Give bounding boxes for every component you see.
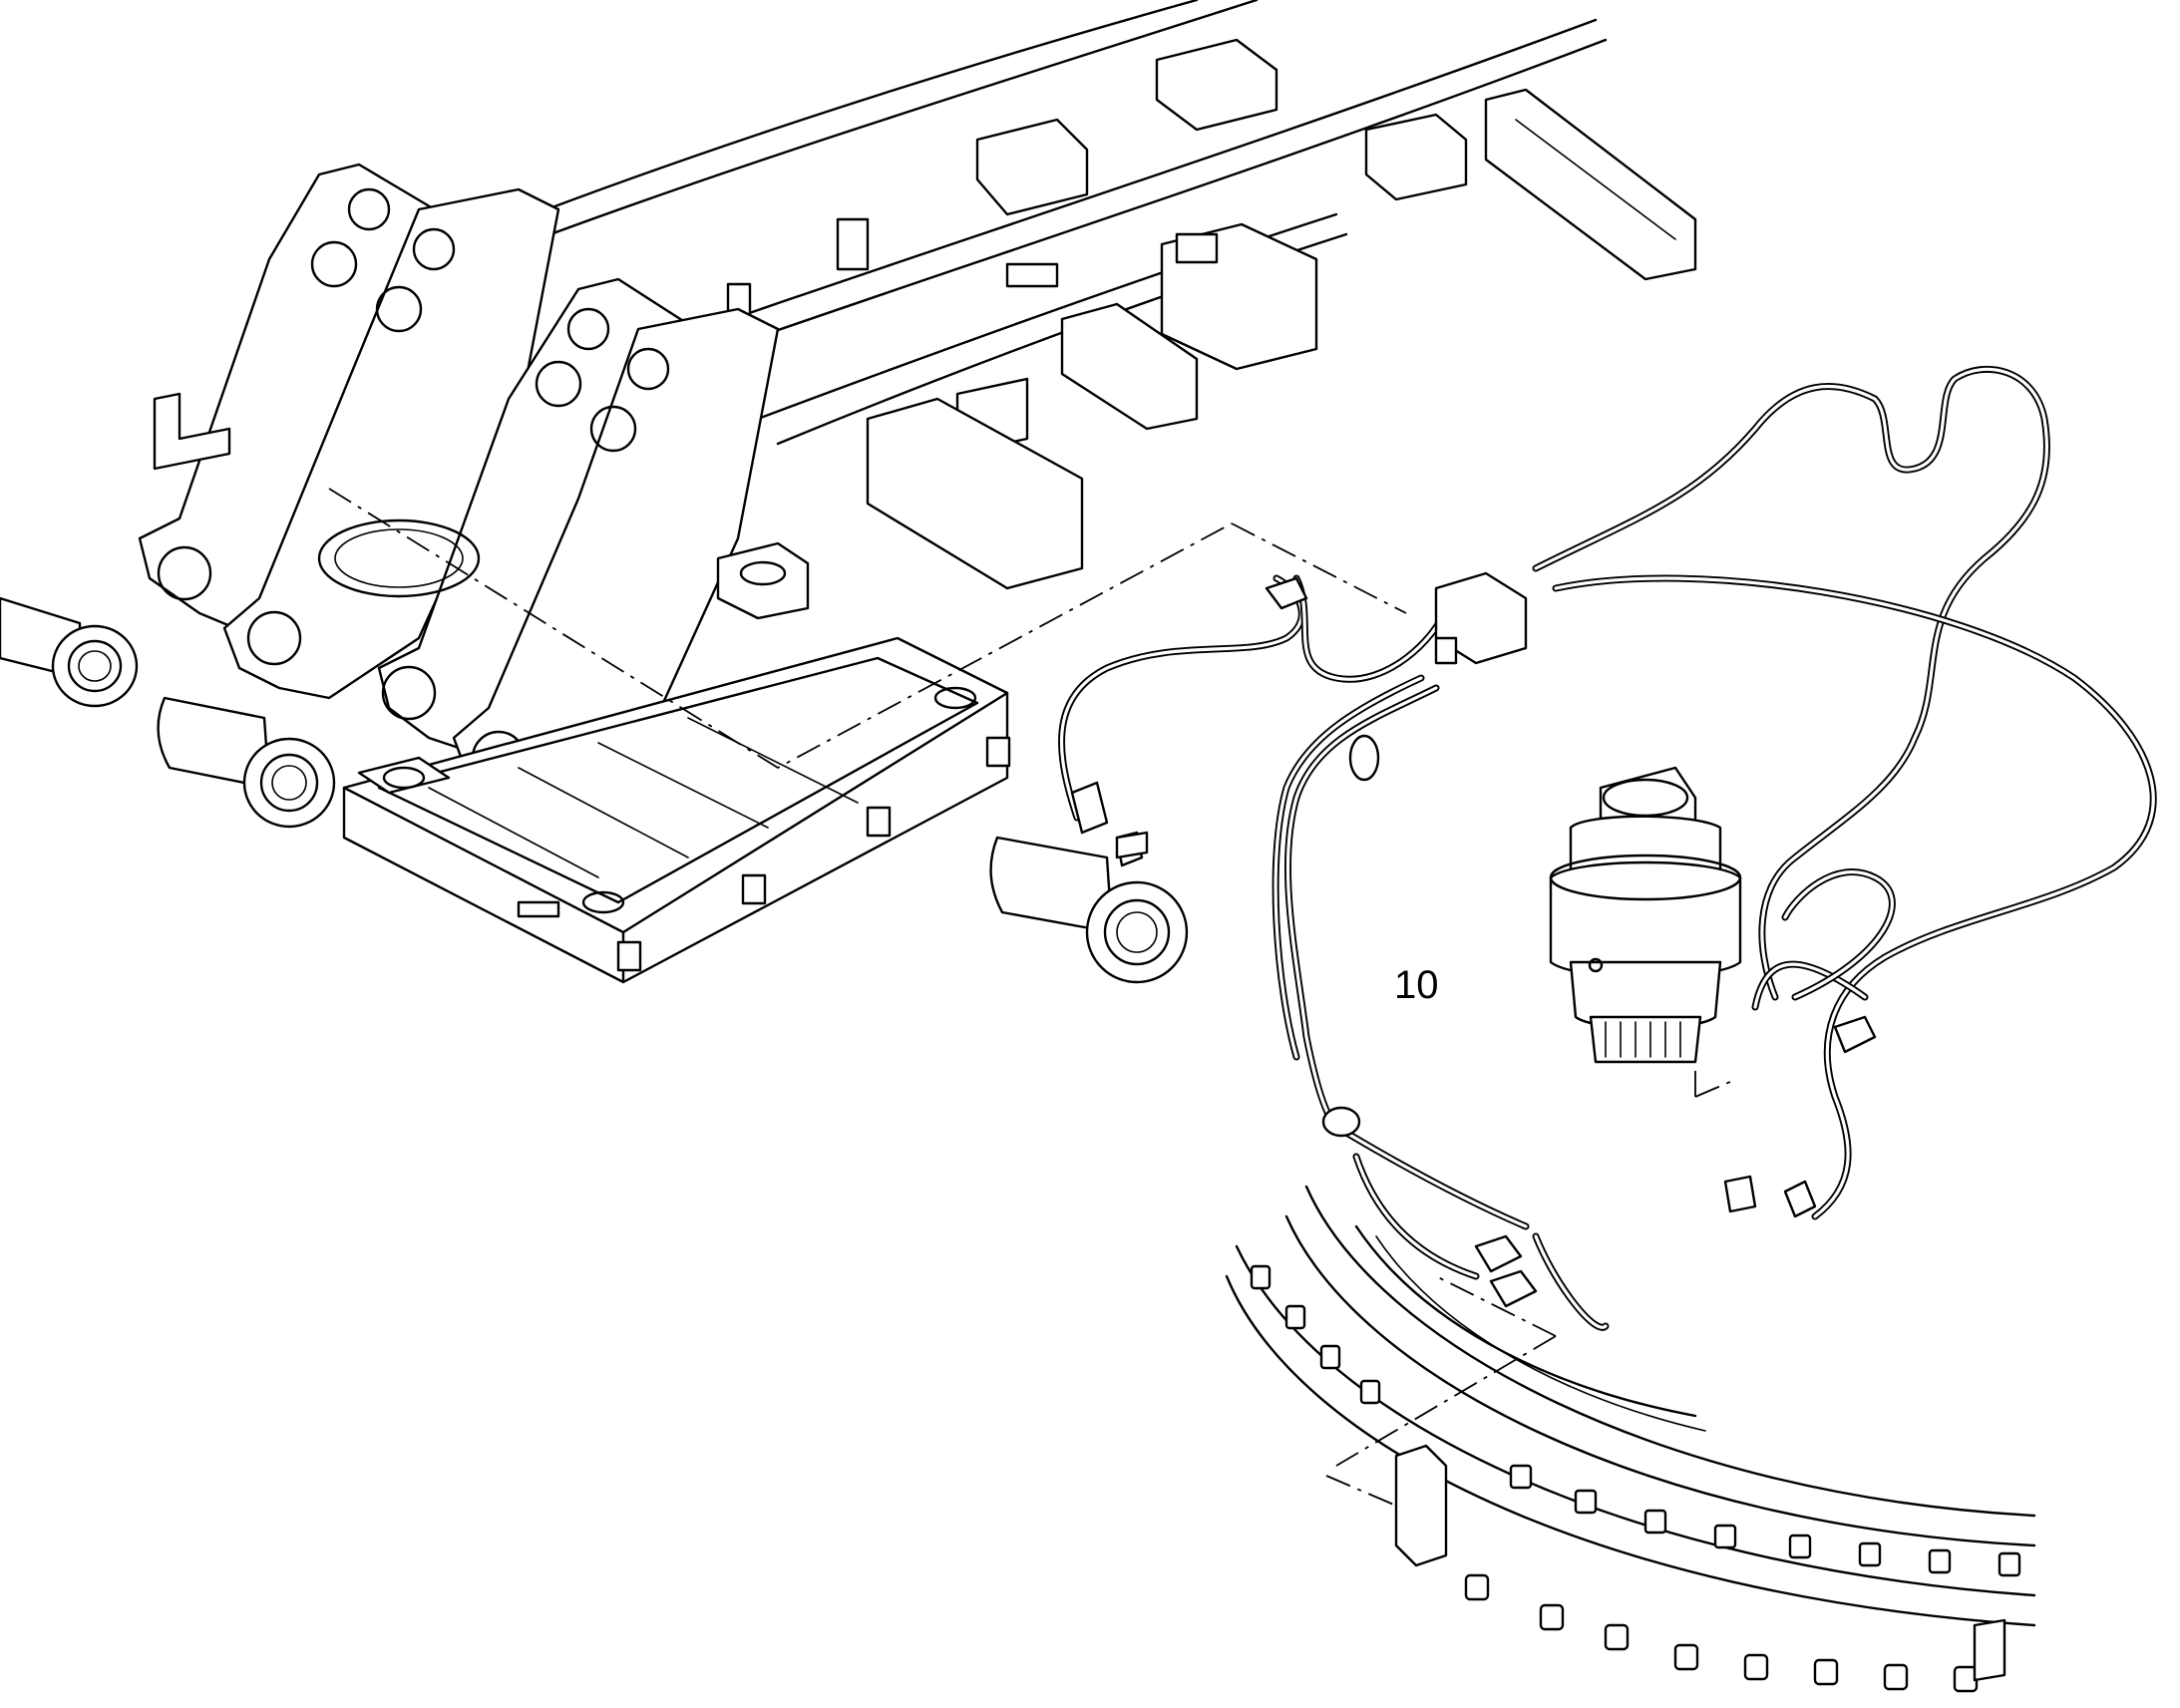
lower-box-frame [342, 541, 1011, 984]
cylinder-sleeve-left-2 [157, 696, 336, 829]
chassis-frame [467, 0, 1697, 590]
assembly-dash-lines [328, 488, 1731, 1507]
callout-label-10: 10 [1394, 963, 1439, 1007]
swing-drive-motor [1549, 766, 1742, 1064]
slewing-ring-gear [1225, 1185, 2036, 1693]
cylinder-sleeve-center [989, 831, 1189, 984]
cylinder-sleeve-left-1 [0, 596, 139, 708]
pivot-brackets [138, 163, 780, 810]
hydraulic-hoses [1058, 365, 2157, 1331]
